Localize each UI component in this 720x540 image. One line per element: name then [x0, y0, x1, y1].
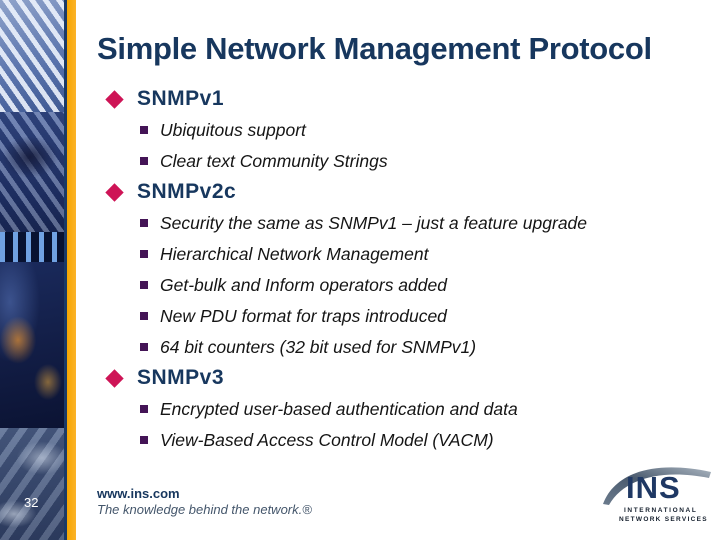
section-heading: SNMPv1 [76, 86, 716, 112]
logo-subtitle-line2: NETWORK SERVICES [619, 516, 708, 523]
bullet-item-label: New PDU format for traps introduced [160, 305, 447, 326]
bullet-item: Encrypted user-based authentication and … [76, 396, 716, 422]
bullet-item: Clear text Community Strings [76, 148, 716, 174]
bullet-item-label: Get-bulk and Inform operators added [160, 274, 447, 295]
section-heading: SNMPv2c [76, 179, 716, 205]
navy-edge-stripe [64, 0, 67, 540]
square-bullet-icon [140, 250, 148, 258]
square-bullet-icon [140, 157, 148, 165]
photo-worker-silhouette [0, 112, 65, 232]
swoosh-arc-icon [603, 467, 711, 505]
square-bullet-icon [140, 219, 148, 227]
bullet-item-label: Clear text Community Strings [160, 150, 388, 171]
photo-control-room-screens [0, 232, 65, 262]
square-bullet-icon [140, 281, 148, 289]
photo-team-meeting [0, 428, 65, 540]
diamond-bullet-icon [105, 89, 124, 109]
logo-subtitle-line1: INTERNATIONAL [624, 507, 698, 514]
bullet-item: View-Based Access Control Model (VACM) [76, 427, 716, 453]
bullet-item-label: Hierarchical Network Management [160, 243, 429, 264]
square-bullet-icon [140, 405, 148, 413]
section-heading-label: SNMPv3 [137, 366, 225, 389]
bullet-item: Ubiquitous support [76, 117, 716, 143]
page-number: 32 [24, 495, 39, 510]
bullet-item: Security the same as SNMPv1 – just a fea… [76, 210, 716, 236]
yellow-accent-stripe [67, 0, 76, 540]
section-heading-label: SNMPv2c [137, 180, 237, 203]
photo-montage-sidebar: 32 [0, 0, 65, 540]
bullet-item-label: View-Based Access Control Model (VACM) [160, 429, 494, 450]
footer-tagline: The knowledge behind the network.® [97, 502, 312, 517]
square-bullet-icon [140, 126, 148, 134]
square-bullet-icon [140, 312, 148, 320]
footer-url: www.ins.com [97, 486, 180, 501]
diamond-bullet-icon [105, 368, 124, 388]
bullet-item-label: 64 bit counters (32 bit used for SNMPv1) [160, 336, 477, 357]
bullet-item-label: Ubiquitous support [160, 119, 306, 140]
section-heading-label: SNMPv1 [137, 87, 225, 110]
bullet-item: New PDU format for traps introduced [76, 303, 716, 329]
bullet-item: 64 bit counters (32 bit used for SNMPv1) [76, 334, 716, 360]
ins-logo: INS INTERNATIONAL NETWORK SERVICES [597, 458, 720, 536]
slide-title: Simple Network Management Protocol [97, 31, 652, 66]
logo-wordmark: INS [626, 470, 681, 505]
bullet-item-label: Security the same as SNMPv1 – just a fea… [160, 212, 588, 233]
bullet-item: Hierarchical Network Management [76, 241, 716, 267]
square-bullet-icon [140, 436, 148, 444]
photo-server-glow [0, 262, 65, 428]
square-bullet-icon [140, 343, 148, 351]
bullet-item-label: Encrypted user-based authentication and … [160, 398, 518, 419]
bullet-item: Get-bulk and Inform operators added [76, 272, 716, 298]
photo-office-blinds [0, 0, 65, 112]
section-heading: SNMPv3 [76, 365, 716, 391]
diamond-bullet-icon [105, 182, 124, 202]
